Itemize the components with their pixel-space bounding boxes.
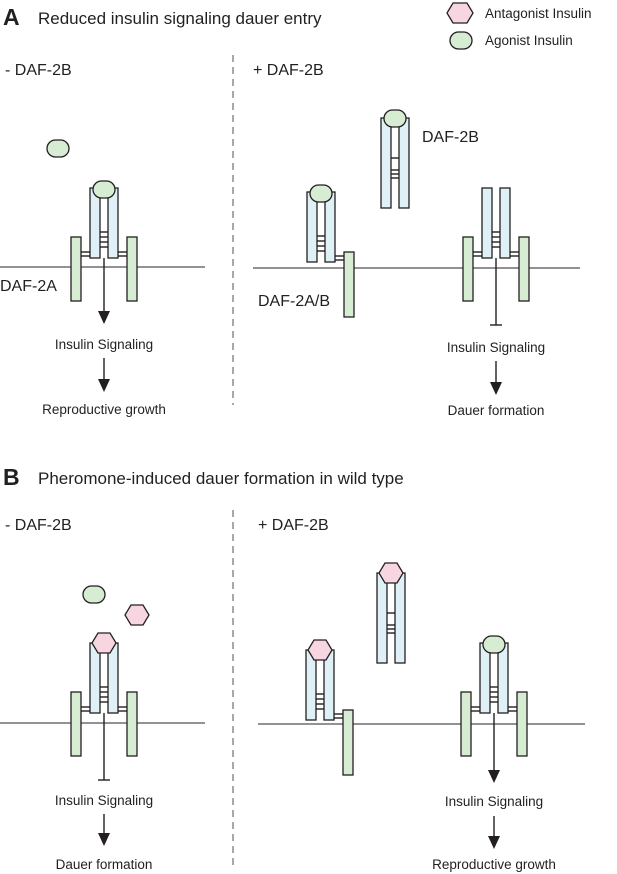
panel-b-letter: B bbox=[3, 464, 20, 490]
antagonist-insulin-icon bbox=[307, 639, 333, 661]
panel-b-left-outcome: Dauer formation bbox=[56, 857, 153, 872]
panel-b-left-signal: Insulin Signaling bbox=[55, 793, 153, 808]
arrowhead-icon bbox=[98, 311, 110, 324]
agonist-insulin-icon bbox=[383, 109, 407, 128]
agonist-insulin-icon bbox=[46, 139, 70, 158]
panel-a-right-signal: Insulin Signaling bbox=[447, 340, 545, 355]
legend-agonist-label: Agonist Insulin bbox=[485, 33, 573, 48]
antagonist-insulin-icon bbox=[91, 632, 117, 654]
antagonist-insulin-icon bbox=[446, 2, 474, 24]
label-daf2ab: DAF-2A/B bbox=[258, 293, 330, 310]
panel-a-right-outcome: Dauer formation bbox=[448, 403, 545, 418]
panel-b-left-heading: - DAF-2B bbox=[5, 517, 72, 534]
arrowhead-icon bbox=[488, 836, 500, 849]
panel-b-right-heading: + DAF-2B bbox=[258, 517, 329, 534]
agonist-insulin-icon bbox=[449, 31, 473, 50]
legend: Antagonist Insulin Agonist Insulin bbox=[446, 2, 592, 50]
arrowhead-icon bbox=[488, 770, 500, 783]
antagonist-insulin-icon bbox=[124, 604, 150, 626]
soluble-daf2b-receptor bbox=[380, 117, 410, 209]
arrowhead-icon bbox=[98, 833, 110, 846]
agonist-insulin-icon bbox=[82, 585, 106, 604]
arrowhead-icon bbox=[98, 379, 110, 392]
panel-a-letter: A bbox=[3, 4, 20, 30]
agonist-insulin-icon bbox=[92, 180, 116, 199]
antagonist-insulin-icon bbox=[378, 562, 404, 584]
panel-b-title: Pheromone-induced dauer formation in wil… bbox=[38, 469, 404, 488]
daf2ab-receptor bbox=[305, 649, 354, 776]
panel-a-title: Reduced insulin signaling dauer entry bbox=[38, 9, 322, 28]
agonist-insulin-icon bbox=[309, 184, 333, 203]
panel-b-right-signal: Insulin Signaling bbox=[445, 794, 543, 809]
panel-b-right-outcome: Reproductive growth bbox=[432, 857, 556, 872]
panel-a-left-heading: - DAF-2B bbox=[5, 62, 72, 79]
agonist-insulin-icon bbox=[482, 635, 506, 654]
label-daf2a: DAF-2A bbox=[0, 278, 57, 295]
panel-a-left-outcome: Reproductive growth bbox=[42, 402, 166, 417]
panel-a-left-signal: Insulin Signaling bbox=[55, 337, 153, 352]
label-daf2b: DAF-2B bbox=[422, 129, 479, 146]
arrowhead-icon bbox=[490, 382, 502, 395]
legend-antagonist-label: Antagonist Insulin bbox=[485, 6, 592, 21]
panel-a-right-heading: + DAF-2B bbox=[253, 62, 324, 79]
soluble-daf2b-receptor bbox=[376, 572, 406, 664]
